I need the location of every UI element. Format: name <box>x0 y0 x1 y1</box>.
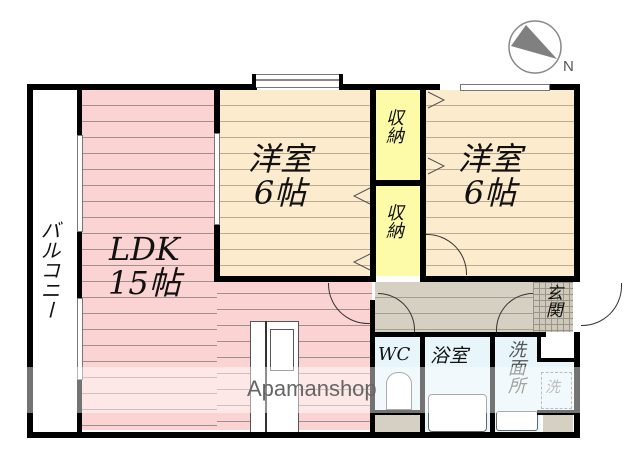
window-balcony-1 <box>77 135 83 232</box>
window-room2 <box>460 84 550 91</box>
door-entrance <box>581 283 622 326</box>
western-room-1-size: 6帖 <box>253 173 307 212</box>
storage-1-label: 収納 <box>382 108 404 144</box>
washer-space <box>540 362 573 412</box>
room-western-2 <box>426 90 574 276</box>
washer-label: 洗 <box>545 378 561 396</box>
window-room1 <box>255 74 342 88</box>
wall-top-right <box>548 84 580 90</box>
western-room-2-size: 6帖 <box>463 173 517 212</box>
ldk-size: 15帖 <box>108 263 181 302</box>
compass-icon <box>508 20 562 74</box>
window-room1-frame-left <box>252 74 256 90</box>
wall-room1-bottom <box>214 276 376 282</box>
entrance <box>533 282 573 332</box>
western-room-2-name: 洋室 <box>458 140 523 178</box>
storage-1 <box>375 90 420 180</box>
wall-left <box>27 84 33 438</box>
wall-washer-storage <box>537 410 577 415</box>
ldk-label: LDK 15帖 <box>108 230 181 302</box>
balcony <box>33 90 78 432</box>
closet-door-marks <box>352 91 446 271</box>
wall-room2-bottom <box>420 276 580 282</box>
kitchen-divider <box>265 321 267 433</box>
wall-washer-top <box>537 358 577 362</box>
white-closet <box>541 335 569 359</box>
wall-bath-wash <box>490 332 495 438</box>
wall-top-mid <box>340 84 440 90</box>
window-ldk-room1 <box>214 133 220 225</box>
washbasin <box>496 411 538 431</box>
toilet <box>386 372 412 410</box>
room-ldk <box>82 90 217 430</box>
ldk-name: LDK <box>108 230 180 268</box>
wall-wc-bath <box>420 332 425 438</box>
wall-bottom <box>27 432 580 438</box>
wall-wc-storage <box>370 410 425 415</box>
entrance-label: 玄関 <box>541 284 562 318</box>
kitchen-sink <box>270 329 294 371</box>
bathroom-label: 浴室 <box>430 345 469 367</box>
washer-box <box>541 372 572 409</box>
wall-top-left <box>27 84 257 90</box>
wall-right-top <box>574 84 580 282</box>
western-room-1-name: 洋室 <box>248 140 313 178</box>
wc-label: WC <box>378 344 411 365</box>
window-balcony-2 <box>77 298 83 380</box>
wall-storage-split <box>370 180 426 186</box>
washer-storage <box>543 415 573 432</box>
compass <box>507 19 563 75</box>
western-room-2-label: 洋室 6帖 <box>458 140 523 212</box>
wall-balcony-ldk <box>77 84 82 438</box>
wall-hall-left <box>370 300 375 438</box>
wall-hall-bottom <box>370 332 546 337</box>
wall-right-bottom <box>574 332 580 438</box>
balcony-label: バルコニー <box>37 220 61 320</box>
watermark-text: Apamanshop <box>247 376 377 401</box>
wc-storage <box>375 415 420 432</box>
wall-wash-right <box>537 332 541 362</box>
storage-2 <box>375 186 420 276</box>
window-room1-sash <box>255 79 340 81</box>
compass-north-label: N <box>563 58 574 75</box>
western-room-1-label: 洋室 6帖 <box>248 140 313 212</box>
washroom-label: 洗面所 <box>504 340 526 394</box>
storage-2-label: 収納 <box>382 203 404 239</box>
window-room1-frame-right <box>339 74 343 90</box>
bathtub <box>428 394 487 432</box>
room-western-1 <box>220 90 372 276</box>
watermark-band <box>0 367 640 413</box>
